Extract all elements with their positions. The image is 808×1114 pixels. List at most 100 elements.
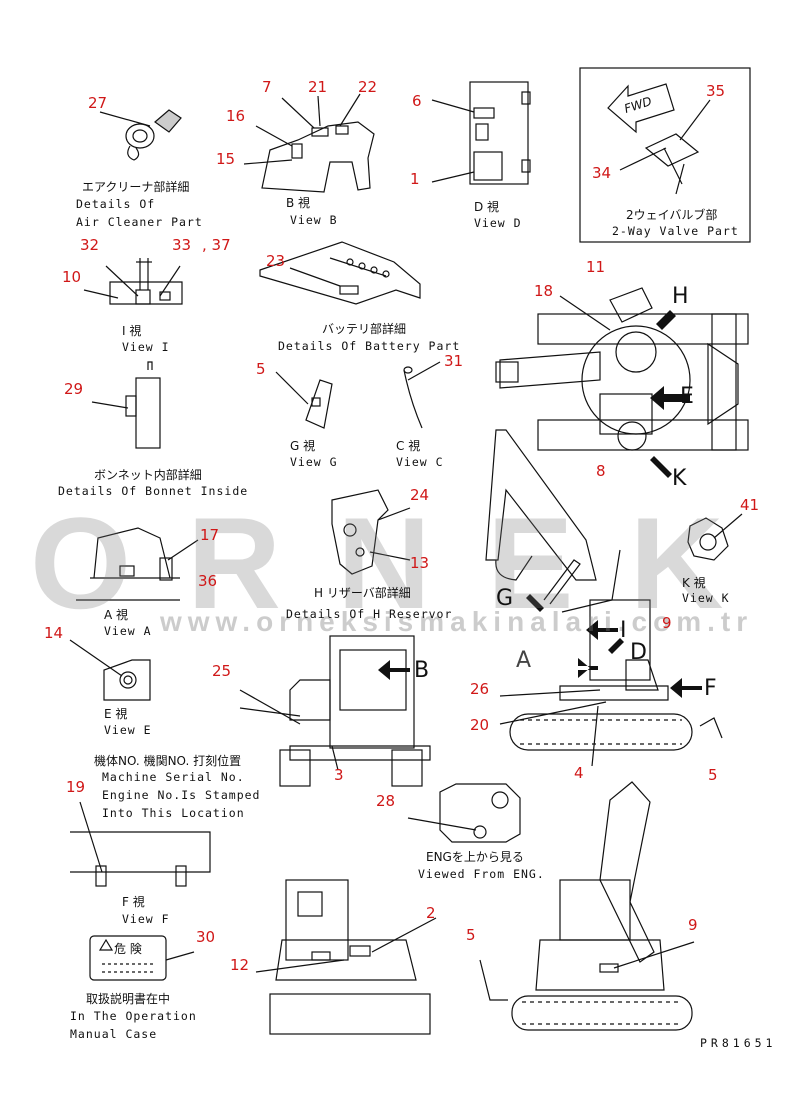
view-c-caption-en: View C (396, 455, 444, 469)
excavator-front-view (239, 635, 431, 787)
view-g-drawing (275, 371, 333, 429)
view-a-drawing (76, 527, 199, 601)
battery-caption-jp: バッテリ部詳細 (322, 322, 407, 336)
callout-28: 28 (376, 792, 396, 810)
reservoir-caption-en: Details Of H Reservor (286, 607, 453, 621)
air-cleaner-caption-en1: Details Of (76, 197, 156, 211)
view-d-caption-en: View D (474, 216, 522, 230)
callout-29: 29 (64, 380, 84, 398)
callout-23: 23 (266, 252, 286, 270)
bonnet-caption-jp: ボンネット内部詳細 (94, 468, 202, 482)
serial-caption-jp: 機体NO. 機関NO. 打刻位置 (94, 754, 242, 768)
callout-19: 19 (66, 778, 86, 796)
view-d-caption-jp: D 視 (474, 200, 500, 214)
view-c-drawing (403, 361, 441, 429)
view-arrow-label-i: I (620, 618, 627, 643)
callout-12: 12 (230, 956, 250, 974)
view-f-drawing (70, 801, 211, 887)
view-a-caption-en: View A (104, 624, 152, 638)
bonnet-inside-drawing (91, 361, 161, 449)
reference-code: PR81651 (700, 1036, 777, 1050)
callout-21: 21 (308, 78, 328, 96)
serial-caption-en1: Machine Serial No. (102, 770, 245, 784)
callout-11: 11 (586, 258, 606, 276)
view-d-drawing (431, 81, 531, 185)
view-k-drawing (687, 513, 743, 561)
callout-9-rear: 9 (688, 916, 698, 934)
callout-17: 17 (200, 526, 220, 544)
view-arrow-label-d: D (630, 640, 647, 665)
callout-36: 36 (198, 572, 218, 590)
callout-37: , 37 (202, 236, 231, 254)
view-g-caption-jp: G 視 (290, 439, 316, 453)
view-e-caption-en: View E (104, 723, 152, 737)
callout-37-number: 37 (211, 236, 231, 254)
callout-10: 10 (62, 268, 82, 286)
callout-8: 8 (596, 462, 606, 480)
view-k-caption-en: View K (682, 591, 730, 605)
view-e-drawing (69, 639, 151, 701)
view-i-drawing (83, 258, 183, 305)
two-way-valve-drawing (607, 83, 711, 195)
callout-6: 6 (412, 92, 422, 110)
air-cleaner-drawing (99, 109, 182, 161)
manual-caption-en2: Manual Case (70, 1027, 158, 1041)
two-way-valve-frame (579, 67, 751, 243)
callout-9-side: 9 (662, 614, 672, 632)
view-i-caption-en: View I (122, 340, 170, 354)
view-arrow-label-k: K (672, 466, 687, 491)
view-a-caption-jp: A 視 (104, 608, 129, 622)
callout-20: 20 (470, 716, 490, 734)
callout-5-rear: 5 (466, 926, 476, 944)
air-cleaner-caption-jp: エアクリーナ部詳細 (82, 180, 190, 194)
callout-35: 35 (706, 82, 726, 100)
callout-7: 7 (262, 78, 272, 96)
callout-32: 32 (80, 236, 100, 254)
callout-5-side: 5 (708, 766, 718, 784)
callout-16: 16 (226, 107, 246, 125)
callout-26: 26 (470, 680, 490, 698)
view-b-caption-jp: B 視 (286, 196, 311, 210)
battery-drawing (259, 241, 421, 305)
view-i-caption-jp: I 視 (122, 324, 142, 338)
callout-31: 31 (444, 352, 464, 370)
engine-top-drawing (407, 783, 521, 843)
view-arrow-label-g: G (496, 586, 514, 611)
callout-1: 1 (410, 170, 420, 188)
excavator-side-view (485, 429, 723, 767)
two-way-caption-en: 2-Way Valve Part (612, 224, 739, 238)
view-arrow-label-h: H (672, 284, 689, 309)
danger-plate (89, 935, 195, 981)
callout-15: 15 (216, 150, 236, 168)
view-arrows-side (526, 594, 702, 698)
danger-label: 危 険 (114, 942, 142, 956)
view-arrow-label-b: B (414, 658, 430, 683)
view-arrow-label-e: E (680, 384, 694, 409)
reservoir-drawing (331, 489, 411, 575)
eng-caption-en: Viewed From ENG. (418, 867, 545, 881)
watermark-brand: ORNEK (30, 490, 780, 636)
view-f-caption-en: View F (122, 912, 170, 926)
view-g-caption-en: View G (290, 455, 338, 469)
callout-22: 22 (358, 78, 378, 96)
view-c-caption-jp: C 視 (396, 439, 421, 453)
excavator-rear-34-view (479, 781, 695, 1031)
manual-caption-jp: 取扱説明書在中 (86, 992, 171, 1006)
callout-4: 4 (574, 764, 584, 782)
view-b-drawing (243, 93, 375, 193)
callout-18: 18 (534, 282, 554, 300)
battery-caption-en: Details Of Battery Part (278, 339, 461, 353)
callout-13: 13 (410, 554, 430, 572)
excavator-rear-view (255, 879, 437, 1035)
callout-3: 3 (334, 766, 344, 784)
callout-27: 27 (88, 94, 108, 112)
reservoir-caption-jp: H リザーバ部詳細 (314, 586, 411, 600)
excavator-top-view (495, 287, 749, 451)
view-arrow-b (378, 660, 410, 680)
callout-41: 41 (740, 496, 760, 514)
view-e-caption-jp: E 視 (104, 707, 128, 721)
callout-14: 14 (44, 624, 64, 642)
watermark-url: www.orneksismakinalari.com.tr (160, 606, 754, 637)
callout-5-view-g: 5 (256, 360, 266, 378)
